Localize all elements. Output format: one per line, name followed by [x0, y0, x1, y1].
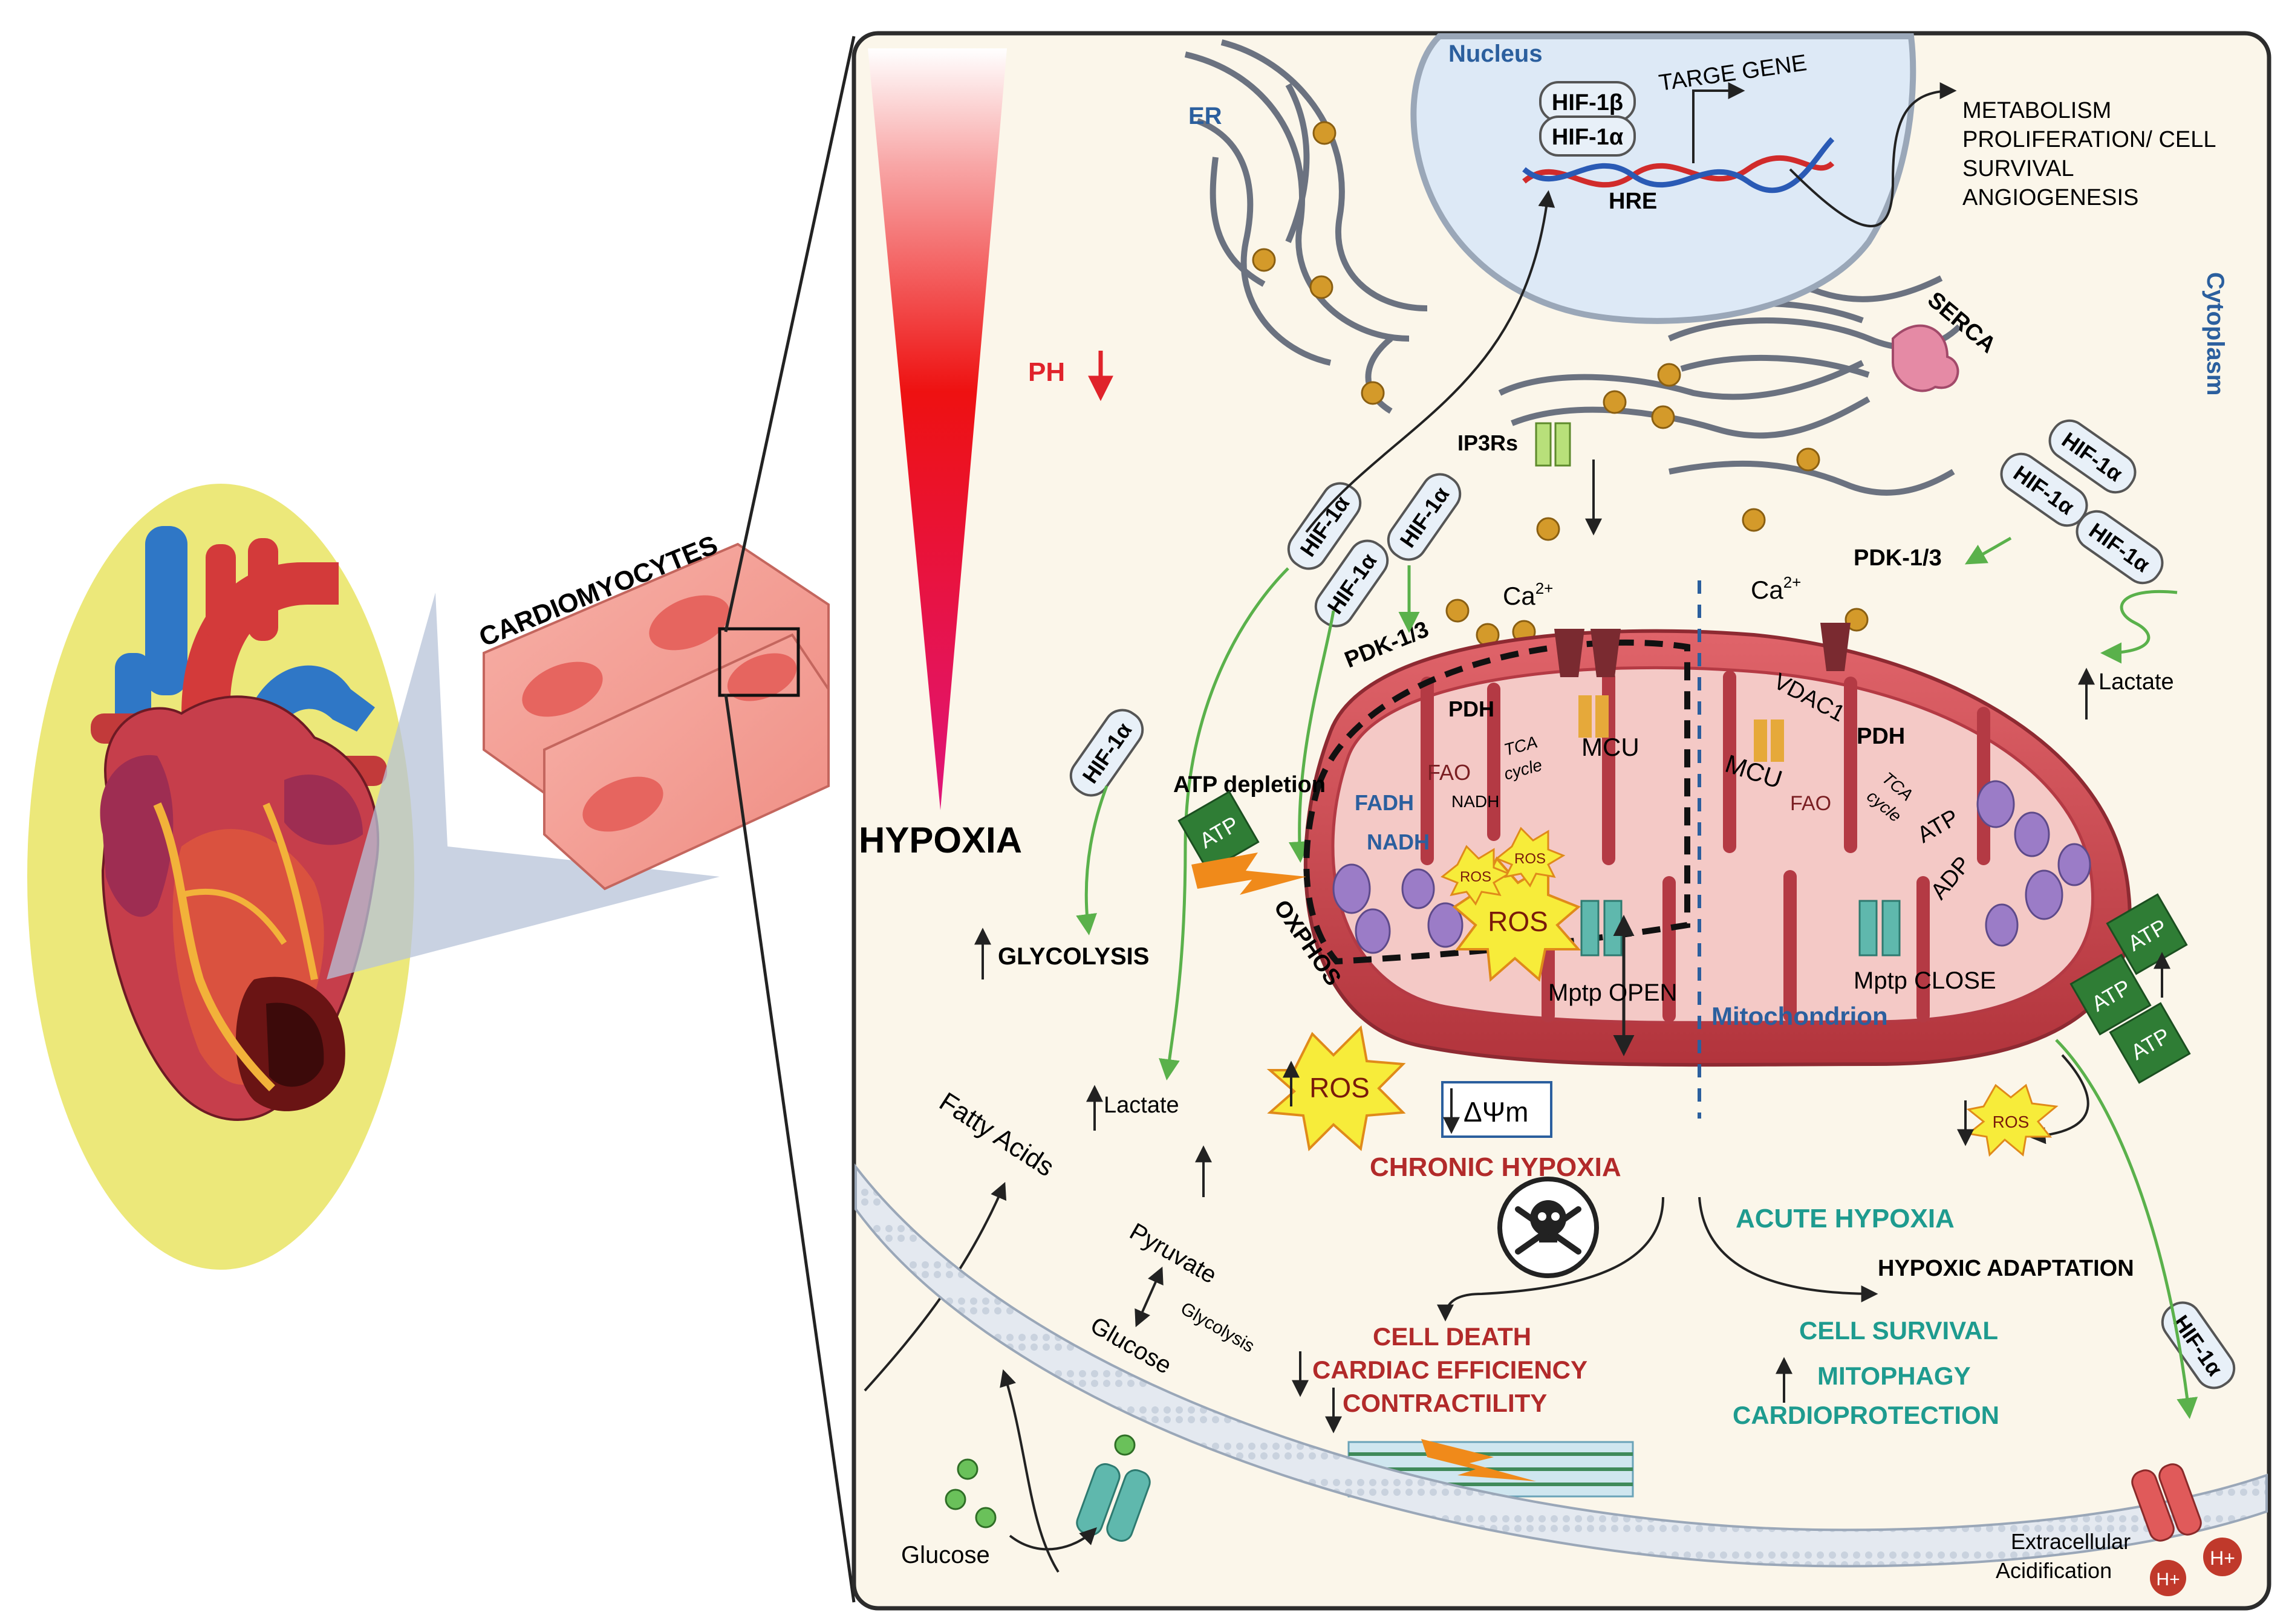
extracellular-label: Extracellular [2011, 1529, 2131, 1554]
acute-outcomes: CELL SURVIVAL MITOPHAGY CARDIOPROTECTION [1733, 1316, 1999, 1429]
cardiomyocytes-illustration: CARDIOMYOCYTES [475, 530, 830, 891]
cristae [1421, 671, 1990, 1022]
chronic-cell-death: CELL DEATH [1373, 1322, 1531, 1351]
nucleus-outcomes: METABOLISM PROLIFERATION/ CELL SURVIVAL … [1962, 98, 2216, 210]
outcome-metabolism: METABOLISM [1962, 98, 2111, 123]
mito-left-fadh: FADH [1355, 790, 1414, 815]
black-arrows [864, 190, 2089, 1573]
mito-right-mptp: Mptp CLOSE [1854, 967, 1996, 994]
hypoxia-label: HYPOXIA [859, 820, 1022, 860]
outcome-angiogenesis: ANGIOGENESIS [1962, 185, 2138, 210]
atp-tile-3: ATP [2109, 1002, 2191, 1084]
acute-hypoxia-title: ACUTE HYPOXIA [1736, 1204, 1955, 1233]
lightning-bolt-icon [1191, 853, 1306, 895]
glucose-pyruvate-arrow [1135, 1266, 1164, 1328]
proton-channel-icon [2131, 1463, 2202, 1542]
mito-left-nadh-small: NADH [1451, 792, 1499, 811]
er-label: ER [1188, 103, 1222, 129]
chronic-cardiac-efficiency: CARDIAC EFFICIENCY [1312, 1356, 1587, 1384]
acute-cell-survival: CELL SURVIVAL [1799, 1316, 1998, 1345]
svg-text:ROS: ROS [1460, 869, 1491, 885]
cytoplasm-label: Cytoplasm [2202, 272, 2229, 396]
mptp-pore-icon [1580, 900, 1901, 957]
heart-panel [27, 484, 414, 1270]
nucleus-to-outcomes-arrow [1789, 82, 1957, 227]
lactate-left-label: Lactate [1104, 1093, 1179, 1118]
lactate-right-label: Lactate [2099, 669, 2174, 695]
acute-mitophagy: MITOPHAGY [1817, 1362, 1971, 1390]
glucose-molecules [945, 1458, 997, 1528]
atp-depletion-label: ATP depletion [1173, 772, 1326, 797]
mitochondrion-label: Mitochondrion [1711, 1002, 1888, 1030]
atp-tile-2: ATP [2069, 953, 2152, 1036]
ph-label: PH [1028, 357, 1065, 387]
glucose-bottom-label: Glucose [901, 1542, 990, 1568]
svg-text:H+: H+ [2210, 1547, 2235, 1569]
glucose-import-arrow [1009, 1527, 1097, 1551]
mito-left-nadh: NADH [1367, 830, 1430, 854]
ip3rs-label: IP3Rs [1457, 430, 1518, 455]
outcome-proliferation: PROLIFERATION/ CELL [1962, 127, 2216, 152]
mito-right-fao: FAO [1790, 792, 1831, 815]
ros-burst-icon-mito: ROS ROS ROS [1441, 827, 1581, 983]
hypoxia-gradient [868, 48, 1007, 810]
svg-text:ROS: ROS [1309, 1072, 1370, 1103]
svg-text:HIF-1β: HIF-1β [1552, 90, 1623, 115]
skull-crossbones-icon [1497, 1177, 1599, 1278]
zoom-box [718, 627, 800, 697]
glycolysis-label: GLYCOLYSIS [998, 943, 1149, 970]
etc-complexes [1332, 780, 2091, 954]
zoom-line-bottom [724, 693, 856, 1603]
svg-text:HIF-1α: HIF-1α [1552, 125, 1623, 150]
chronic-outcomes: CELL DEATH CARDIAC EFFICIENCY CONTRACTIL… [1312, 1322, 1587, 1417]
mcu-channel-icon [1578, 695, 1784, 762]
ca-left-label: Ca2+ [1503, 579, 1553, 610]
hif1b-nuclear-pill: HIF-1β [1539, 81, 1636, 122]
chronic-contractility: CONTRACTILITY [1343, 1389, 1547, 1417]
h-plus-icons: H+ H+ [2150, 1538, 2242, 1596]
serca-pump-icon [1892, 324, 1959, 392]
heart-illustration [91, 526, 387, 1122]
dna-helix-icon [1522, 137, 1835, 193]
delta-psi-label: ΔΨm [1464, 1096, 1528, 1128]
ip3r-channel-icon [1535, 422, 1571, 467]
svg-text:H+: H+ [2156, 1570, 2180, 1590]
mito-left-mptp: Mptp OPEN [1548, 979, 1677, 1006]
mito-right-pdh: PDH [1857, 724, 1905, 749]
mito-left-mcu: MCU [1581, 733, 1639, 761]
atp-tile-1: ATP [2106, 893, 2188, 975]
glucose-transporter-icon [1076, 1434, 1151, 1542]
mito-left-pdh: PDH [1448, 697, 1494, 721]
hif1a-nuclear-pill: HIF-1α [1539, 115, 1636, 157]
ca-right-label: Ca2+ [1751, 573, 1801, 604]
vdac1-channel-icon [1554, 623, 1851, 677]
target-gene-arrow [1692, 82, 1745, 163]
plasma-membrane [855, 1163, 2268, 1568]
atp-tile-depleted: ATP [1177, 790, 1260, 872]
acidification-label: Acidification [1996, 1558, 2112, 1583]
ros-burst-icon: ROS [1266, 1025, 1406, 1152]
zoom-line-top [724, 36, 856, 632]
svg-text:ROS: ROS [1514, 851, 1546, 867]
hre-label: HRE [1609, 189, 1657, 214]
svg-text:ROS: ROS [1993, 1112, 2030, 1131]
chronic-hypoxia-title: CHRONIC HYPOXIA [1370, 1152, 1621, 1182]
svg-text:ROS: ROS [1488, 906, 1548, 937]
mito-left-fao: FAO [1427, 760, 1471, 785]
outcome-survival: SURVIVAL [1962, 156, 2074, 181]
delta-psi-box [1441, 1081, 1552, 1138]
pdk-right-label: PDK-1/3 [1854, 545, 1942, 571]
acute-cardioprotection: CARDIOPROTECTION [1733, 1401, 1999, 1429]
hypoxic-adaptation-label: HYPOXIC ADAPTATION [1878, 1256, 2134, 1281]
green-arrows [1076, 536, 2198, 1419]
zoom-cone [327, 593, 720, 979]
nucleus-label: Nucleus [1448, 41, 1543, 67]
